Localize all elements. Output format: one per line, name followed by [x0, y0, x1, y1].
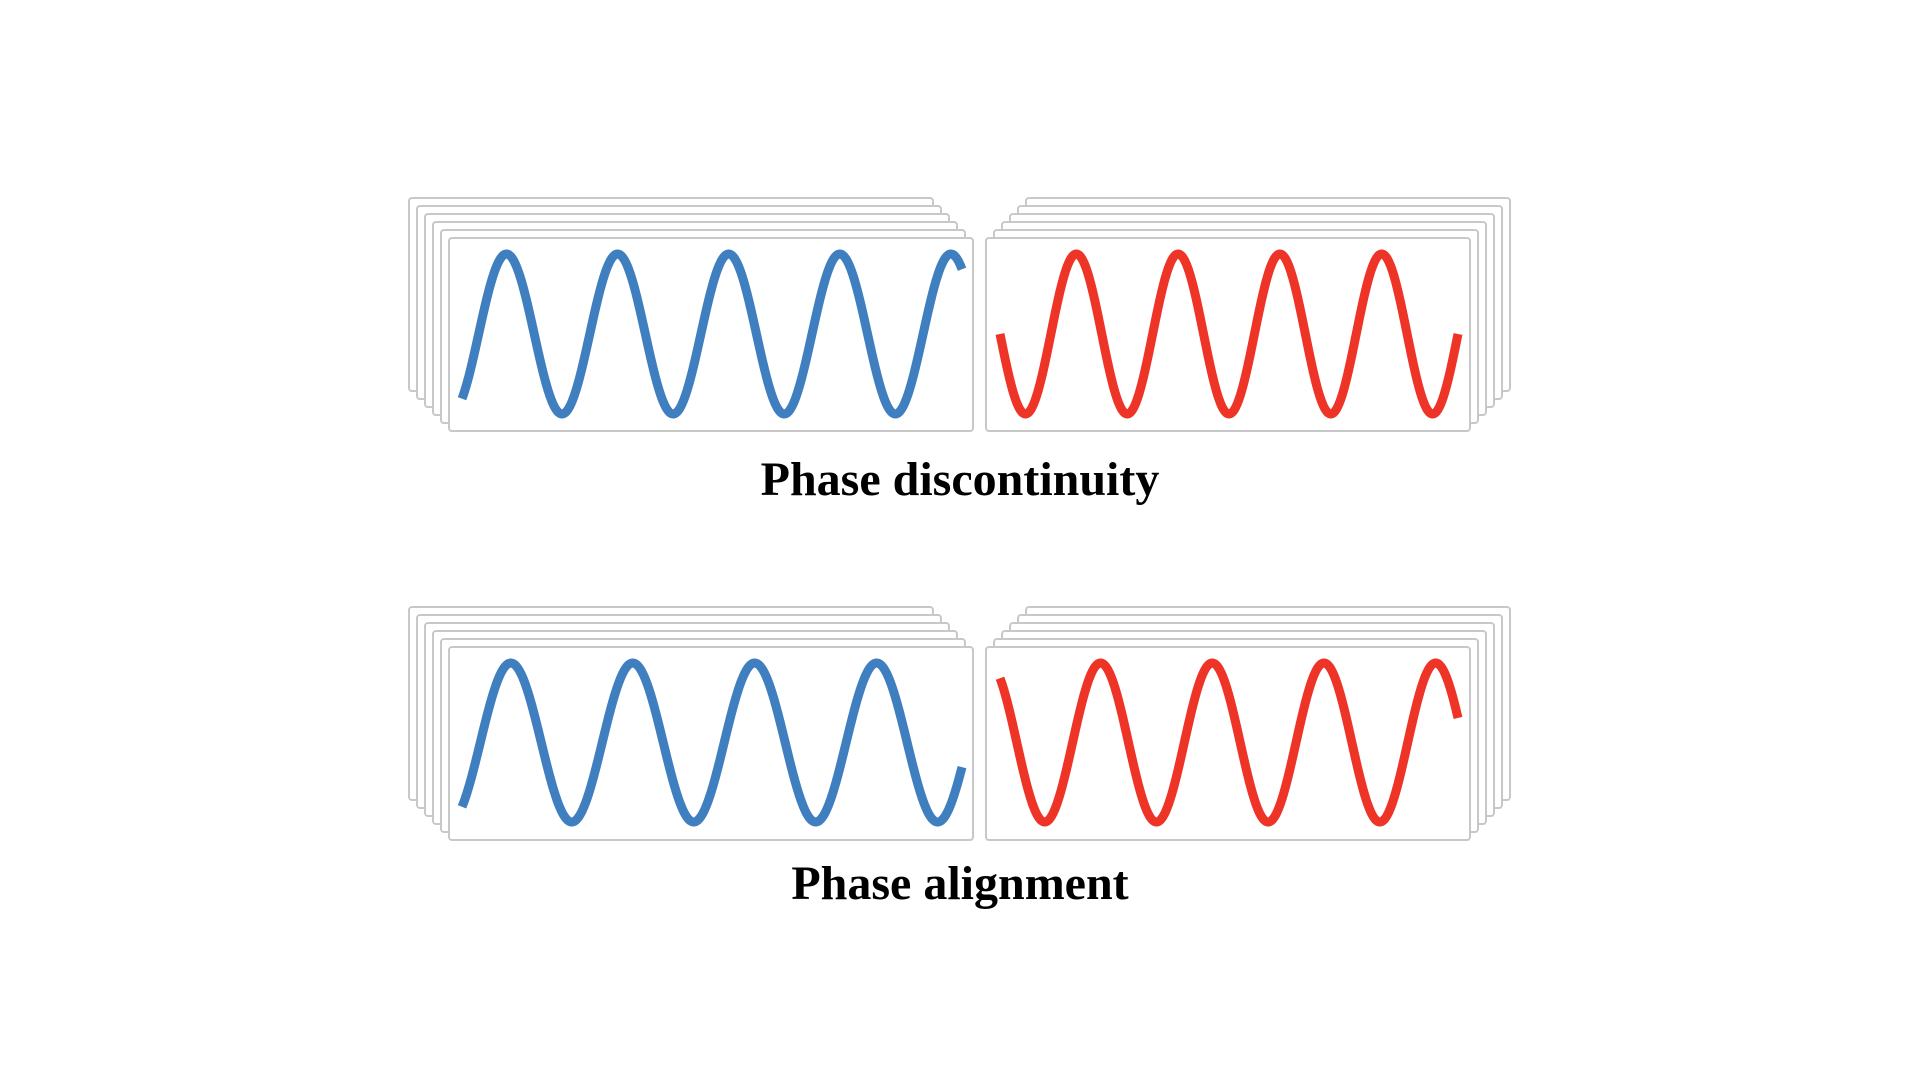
discontinuity-right-wave — [995, 249, 1463, 419]
caption-phase-alignment: Phase alignment — [791, 857, 1129, 910]
discontinuity-left-stack-front-frame — [448, 237, 974, 432]
caption-phase-discontinuity: Phase discontinuity — [760, 453, 1160, 506]
alignment-left-wave — [457, 658, 967, 827]
discontinuity-right-stack-front-frame — [985, 237, 1471, 432]
alignment-right-wave — [995, 658, 1463, 827]
alignment-right-stack-front-frame — [985, 646, 1471, 841]
discontinuity-left-wave — [457, 249, 967, 419]
alignment-left-stack-front-frame — [448, 646, 974, 841]
